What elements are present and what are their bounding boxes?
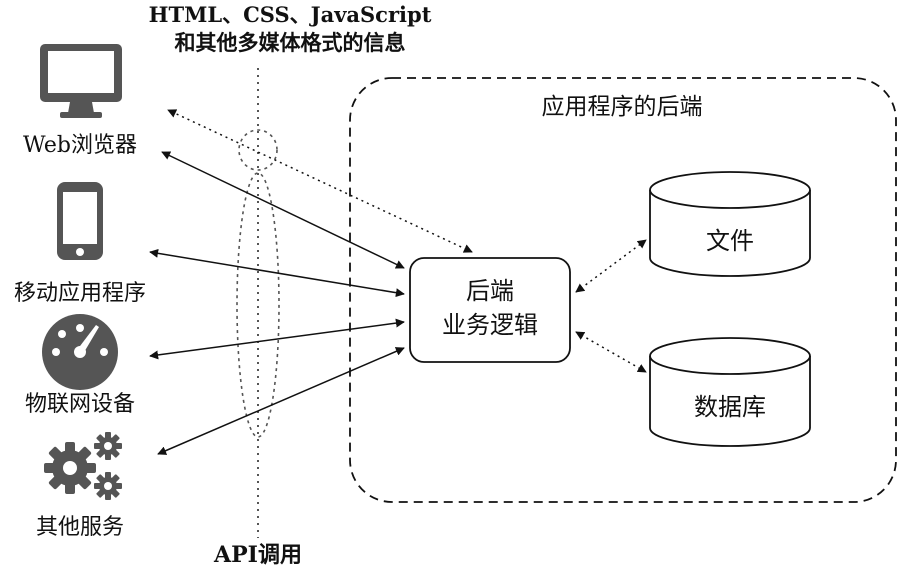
response-arrow (167, 109, 473, 253)
gauge-icon (42, 314, 118, 390)
label-mobile-app: 移动应用程序 (13, 281, 147, 306)
api-ring-large (236, 172, 280, 438)
top-note-line1: HTML、CSS、JavaScript (148, 2, 432, 27)
logic-box (409, 257, 571, 363)
api-call-label: API调用 (214, 542, 302, 568)
api-ring-small (238, 129, 278, 171)
smartphone-icon (57, 182, 103, 260)
gears-icon (44, 432, 122, 500)
label-web-browser: Web浏览器 (23, 133, 137, 158)
top-note-line2: 和其他多媒体格式的信息 (174, 30, 406, 55)
backend-region-frame (349, 77, 897, 503)
label-other-services: 其他服务 (35, 515, 125, 540)
logic-box-line1: 后端 (466, 277, 514, 305)
arrow-files (575, 239, 647, 293)
arrow-browser (161, 151, 405, 269)
files-cylinder (649, 171, 811, 277)
backend-region-title: 应用程序的后端 (541, 94, 703, 120)
monitor-icon (40, 44, 122, 118)
database-cylinder (649, 337, 811, 447)
label-iot-device: 物联网设备 (24, 392, 136, 417)
database-label: 数据库 (694, 393, 766, 421)
files-label: 文件 (706, 227, 754, 255)
logic-box-line2: 业务逻辑 (442, 311, 538, 339)
arrow-iot (149, 318, 405, 360)
arrow-database (575, 331, 647, 373)
arrow-mobile (149, 248, 405, 298)
arrow-services (157, 347, 405, 455)
